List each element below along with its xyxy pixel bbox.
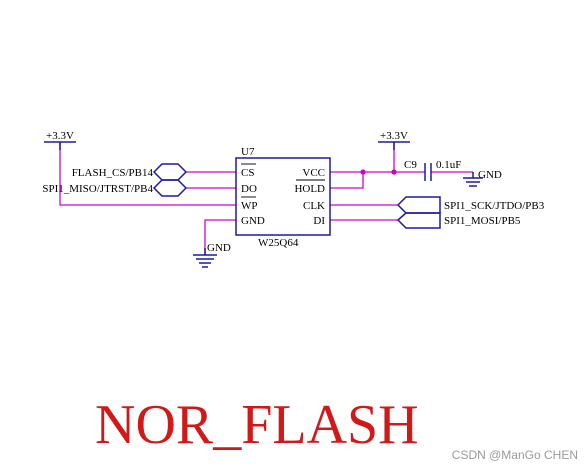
cap-value: 0.1uF (436, 159, 461, 171)
port-mosi (396, 212, 441, 229)
pin-wp: WP (241, 200, 258, 212)
symbols (44, 141, 483, 268)
net-label-mosi: SPI1_MOSI/PB5 (444, 215, 521, 227)
port-miso (152, 179, 188, 197)
chip-part: W25Q64 (258, 237, 299, 249)
pin-cs: CS (241, 167, 254, 179)
net-label-cs: FLASH_CS/PB14 (72, 167, 154, 179)
junction-dot (391, 169, 397, 175)
power-label-right: +3.3V (380, 130, 408, 142)
pin-gnd: GND (241, 215, 265, 227)
port-cs (152, 163, 188, 181)
pin-hold: HOLD (294, 183, 325, 195)
wires (59, 143, 473, 255)
pin-do: DO (241, 183, 257, 195)
page-title: NOR_FLASH (95, 394, 419, 456)
chip-ref: U7 (241, 146, 255, 158)
watermark: CSDN @ManGo CHEN (452, 448, 578, 462)
capacitor-symbol (424, 163, 432, 181)
pin-vcc: VCC (302, 167, 325, 179)
chip-body (235, 157, 331, 236)
wire-hold (330, 172, 364, 189)
wire-gnd (204, 219, 236, 255)
ground-symbol-cap (463, 172, 483, 187)
ground-symbol-bottom (193, 248, 217, 268)
port-sck (396, 196, 441, 214)
gnd-label-cap: GND (478, 169, 502, 181)
net-label-sck: SPI1_SCK/JTDO/PB3 (444, 200, 545, 212)
junction-dot (360, 169, 366, 175)
wire-wp (59, 143, 236, 206)
cap-ref: C9 (404, 159, 417, 171)
gnd-label-bottom: GND (207, 242, 231, 254)
power-label-left: +3.3V (46, 130, 74, 142)
net-label-miso: SPI1_MISO/JTRST/PB4 (42, 183, 153, 195)
pin-di: DI (313, 215, 325, 227)
pin-clk: CLK (303, 200, 325, 212)
